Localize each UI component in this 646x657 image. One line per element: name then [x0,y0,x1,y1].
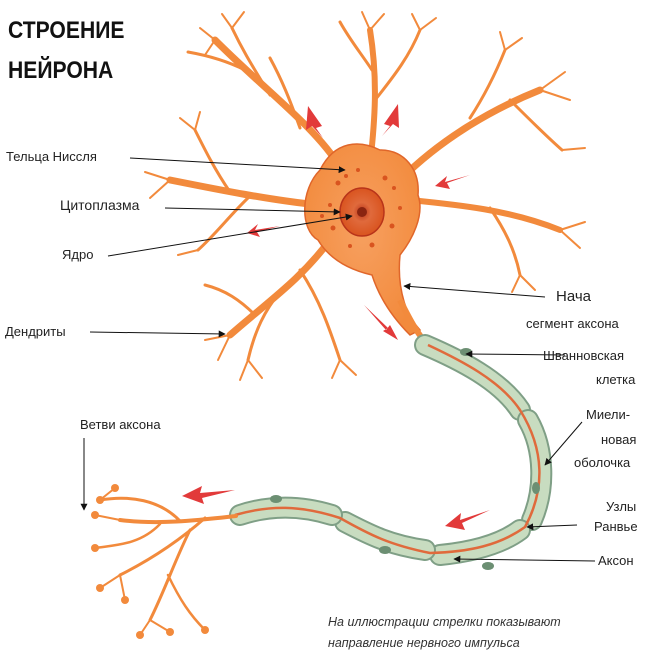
myelinated-axon [235,345,541,570]
label-myelin-3: оболочка [574,455,630,470]
label-myelin-2: новая [601,432,636,447]
label-nissl-bodies: Тельца Ниссля [6,149,97,164]
nucleolus [357,207,367,217]
label-axon-branches: Ветви аксона [80,417,161,432]
title-line-2: НЕЙРОНА [8,58,113,84]
label-nodes-1: Узлы [606,499,636,514]
label-initial-segment-1: Нача [556,288,591,305]
label-schwann-2: клетка [596,372,635,387]
label-dendrites: Дендриты [5,324,66,339]
label-axon: Аксон [598,553,634,568]
label-schwann-1: Шванновская [543,348,624,363]
label-nodes-2: Ранвье [594,519,638,534]
caption-line-1: На иллюстрации стрелки показывают [328,615,561,629]
caption-line-2: направление нервного импульса [328,636,520,650]
title-line-1: СТРОЕНИЕ [8,18,124,44]
label-initial-segment-2: сегмент аксона [526,316,619,331]
label-cytoplasm: Цитоплазма [60,197,139,213]
label-nucleus: Ядро [62,247,93,262]
label-myelin-1: Миели- [586,407,630,422]
axon-branches-graphic [95,488,236,635]
